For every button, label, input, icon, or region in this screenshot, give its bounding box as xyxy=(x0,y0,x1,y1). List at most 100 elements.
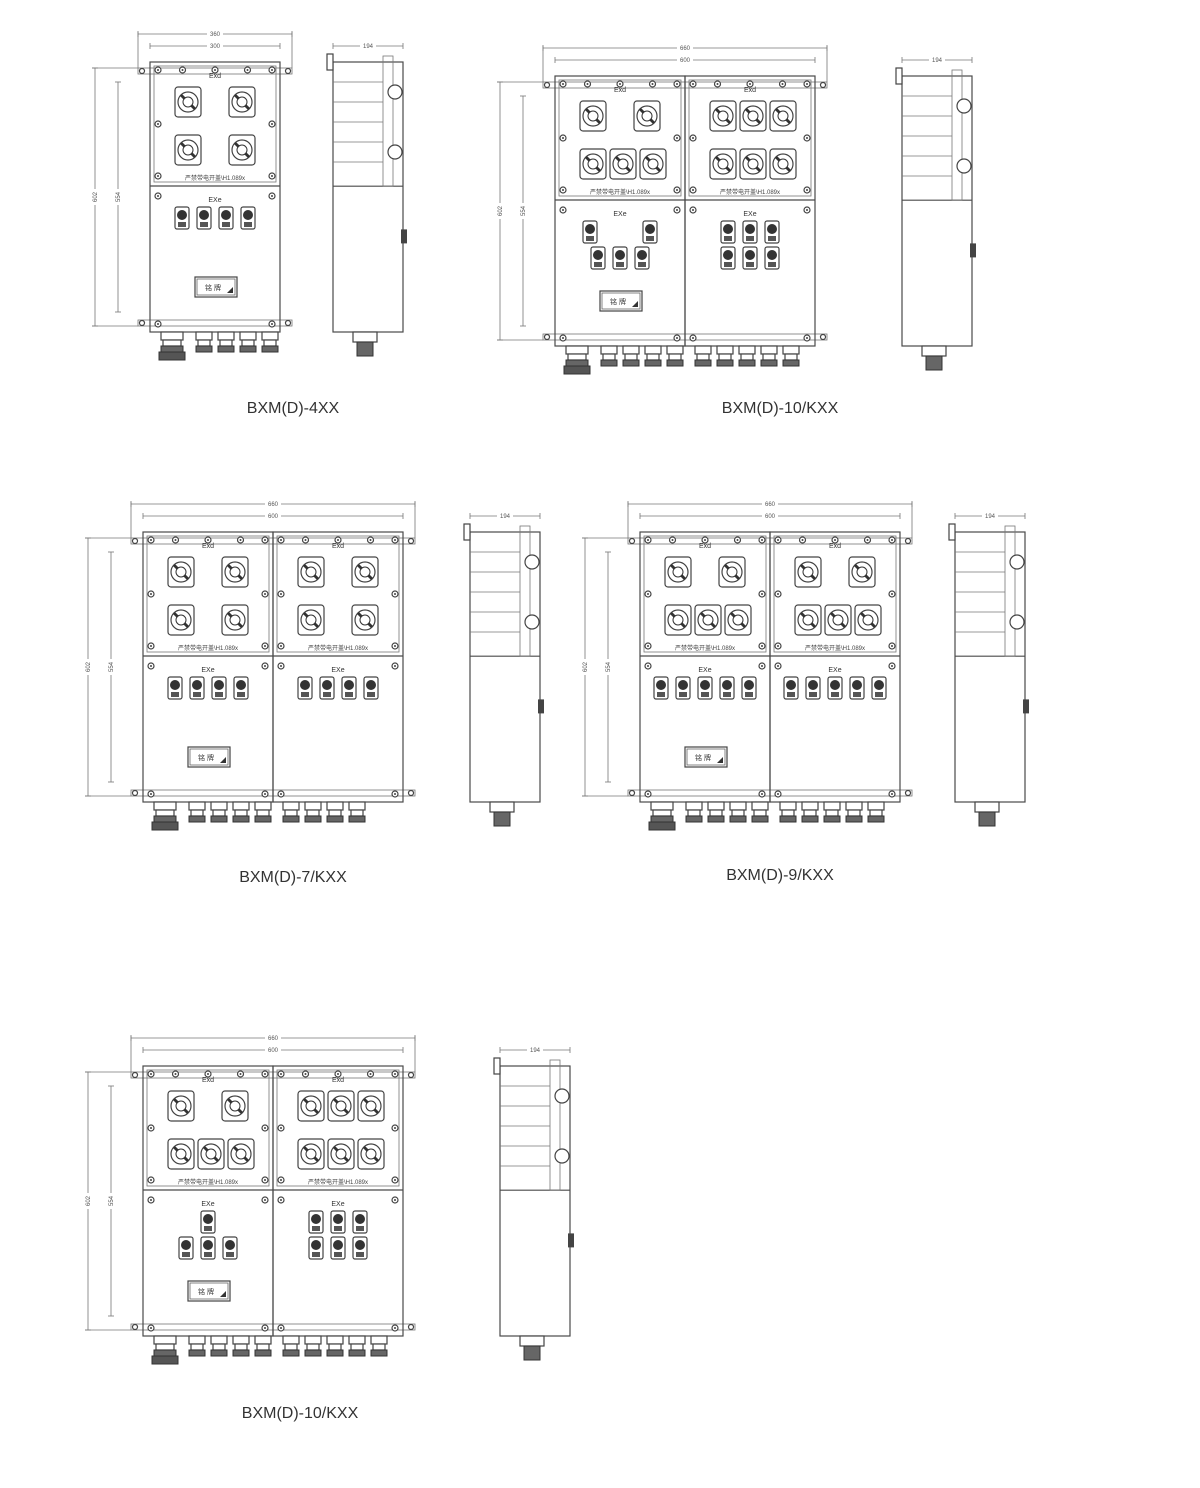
rotary-switch-icon xyxy=(327,1090,355,1122)
indicator-light-icon xyxy=(764,246,780,270)
exe-label: EXe xyxy=(201,667,214,674)
dimension-label: 602 xyxy=(86,1195,92,1206)
mounting-foot-bottom xyxy=(137,319,293,327)
indicator-light-icon xyxy=(352,1210,368,1234)
rotary-switch-icon xyxy=(794,556,822,588)
knob-side-icon xyxy=(524,614,540,630)
exe-label: EXe xyxy=(698,667,711,674)
side-gland-icon xyxy=(519,1335,545,1347)
exe-label: EXe xyxy=(828,667,841,674)
cable-gland-icon xyxy=(188,1335,206,1357)
cable-gland-icon xyxy=(304,801,322,823)
knob-side-icon xyxy=(1009,554,1025,570)
cable-gland-icon xyxy=(282,1335,300,1357)
dimension-label: 660 xyxy=(268,1036,279,1042)
exe-label: EXe xyxy=(201,1201,214,1208)
dimension-label: 194 xyxy=(500,514,511,520)
cable-gland-icon xyxy=(823,801,841,823)
dimension-label: 602 xyxy=(583,661,589,672)
mounting-hole-icon xyxy=(138,319,146,327)
warning-text: 严禁带电开盖\H1.089x xyxy=(178,1178,238,1186)
exd-chamber xyxy=(153,65,277,183)
exd-label: Exd xyxy=(202,1077,214,1084)
nameplate: 铭 牌 xyxy=(194,276,238,298)
nameplate-label: 铭 牌 xyxy=(695,753,711,762)
cable-gland-icon xyxy=(716,345,734,367)
indicator-light-icon xyxy=(719,676,735,700)
rotary-switch-icon xyxy=(221,604,249,636)
indicator-light-icon xyxy=(352,1236,368,1260)
indicator-light-icon xyxy=(211,676,227,700)
cable-gland-icon xyxy=(282,801,300,823)
cable-gland-icon xyxy=(845,801,863,823)
nameplate: 铭 牌 xyxy=(684,746,728,768)
cable-gland-icon xyxy=(867,801,885,823)
cable-gland-icon xyxy=(685,801,703,823)
rotary-switch-icon xyxy=(633,100,661,132)
rotary-switch-icon xyxy=(739,100,767,132)
indicator-light-icon xyxy=(590,246,606,270)
dimension-label: 660 xyxy=(680,46,691,52)
rotary-switch-icon xyxy=(739,148,767,180)
indicator-light-icon xyxy=(675,676,691,700)
side-body xyxy=(954,531,1026,803)
indicator-light-icon xyxy=(582,220,598,244)
rotary-switch-icon xyxy=(357,1138,385,1170)
title-model-5: BXM(D)-10/KXX xyxy=(242,1405,359,1422)
cable-gland-icon xyxy=(188,801,206,823)
side-view: 194 xyxy=(948,512,1029,827)
warning-text: 严禁带电开盖\H1.089x xyxy=(178,644,238,652)
indicator-light-icon xyxy=(363,676,379,700)
cable-gland-icon xyxy=(210,1335,228,1357)
rotary-switch-icon xyxy=(724,604,752,636)
cable-gland-icon xyxy=(648,801,676,831)
rotary-switch-icon xyxy=(167,604,195,636)
dimension-label: 300 xyxy=(210,44,221,50)
title-model-2: BXM(D)-10/KXX xyxy=(722,400,839,417)
dimension-label: 554 xyxy=(116,191,122,202)
rotary-switch-icon xyxy=(694,604,722,636)
rotary-switch-icon xyxy=(579,100,607,132)
indicator-light-icon xyxy=(764,220,780,244)
mounting-hole-icon xyxy=(131,1071,139,1079)
mount-bracket xyxy=(326,53,334,71)
title-model-4: BXM(D)-9/KXX xyxy=(726,867,834,884)
dimension-label: 602 xyxy=(498,205,504,216)
rotary-switch-icon xyxy=(709,100,737,132)
breather-icon xyxy=(1023,699,1029,714)
side-view: 194 xyxy=(493,1046,574,1361)
nameplate: 铭 牌 xyxy=(599,290,643,312)
knob-side-icon xyxy=(554,1088,570,1104)
mounting-hole-icon xyxy=(543,81,551,89)
indicator-light-icon xyxy=(196,206,212,230)
warning-text: 严禁带电开盖\H1.089x xyxy=(675,644,735,652)
dimension-label: 194 xyxy=(932,58,943,64)
nameplate-label: 铭 牌 xyxy=(205,283,221,292)
warning-text: 严禁带电开盖\H1.089x xyxy=(308,1178,368,1186)
cable-gland-icon xyxy=(326,1335,344,1357)
exe-label: EXe xyxy=(331,667,344,674)
knob-side-icon xyxy=(554,1148,570,1164)
cable-gland-icon xyxy=(666,345,684,367)
exe-label: EXe xyxy=(331,1201,344,1208)
rotary-switch-icon xyxy=(824,604,852,636)
cable-gland-icon xyxy=(304,1335,322,1357)
side-gland-icon xyxy=(974,801,1000,813)
cable-gland-icon xyxy=(563,345,591,375)
indicator-light-icon xyxy=(200,1236,216,1260)
rotary-switch-icon xyxy=(174,134,202,166)
indicator-light-icon xyxy=(742,246,758,270)
nameplate: 铭 牌 xyxy=(187,746,231,768)
dimension-label: 194 xyxy=(530,1048,541,1054)
rotary-switch-icon xyxy=(664,556,692,588)
indicator-light-icon xyxy=(827,676,843,700)
side-gland-icon xyxy=(921,345,947,357)
dimension-label: 660 xyxy=(765,502,776,508)
cable-gland-icon xyxy=(779,801,797,823)
dimension-label: 194 xyxy=(985,514,996,520)
breather-icon xyxy=(401,229,407,244)
dimension-label: 600 xyxy=(268,514,279,520)
